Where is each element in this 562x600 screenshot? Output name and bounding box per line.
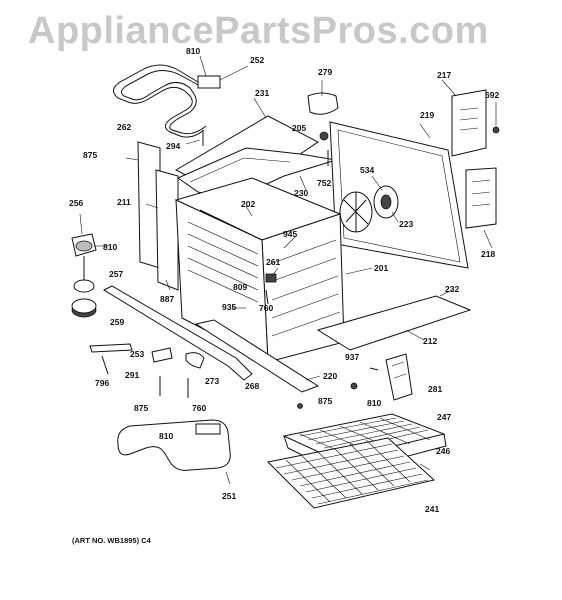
part-label-945: 945 [283, 229, 298, 239]
part-label-809: 809 [233, 282, 248, 292]
part-label-231: 231 [255, 88, 270, 98]
part-label-760: 760 [259, 303, 274, 313]
part-label-252: 252 [250, 55, 265, 65]
part-label-937: 937 [345, 352, 360, 362]
part-label-217: 217 [437, 70, 452, 80]
part-label-223: 223 [399, 219, 414, 229]
oven-rack [266, 437, 436, 509]
part-label-218: 218 [481, 249, 496, 259]
part-label-887: 887 [160, 294, 175, 304]
part-label-810: 810 [367, 398, 382, 408]
part-label-273: 273 [205, 376, 220, 386]
part-label-261: 261 [266, 257, 281, 267]
part-label-253: 253 [130, 349, 145, 359]
part-label-211: 211 [117, 197, 131, 207]
part-label-796: 796 [95, 378, 110, 388]
part-label-692: 692 [485, 90, 500, 100]
part-label-251: 251 [222, 491, 237, 501]
part-label-935: 935 [222, 302, 237, 312]
convection-fan [339, 175, 399, 233]
part-label-262: 262 [117, 122, 132, 132]
part-label-810: 810 [159, 431, 174, 441]
part-label-268: 268 [245, 381, 260, 391]
part-label-212: 212 [423, 336, 438, 346]
watermark: AppliancePartsPros.com [28, 10, 489, 52]
part-label-247: 247 [437, 412, 452, 422]
part-label-752: 752 [317, 178, 332, 188]
part-label-294: 294 [166, 141, 181, 151]
part-label-281: 281 [428, 384, 443, 394]
part-label-760: 760 [192, 403, 207, 413]
part-label-246: 246 [436, 446, 451, 456]
part-label-279: 279 [318, 67, 333, 77]
part-label-257: 257 [109, 269, 124, 279]
bake-element [117, 419, 231, 485]
part-label-875: 875 [318, 396, 333, 406]
part-label-205: 205 [292, 123, 307, 133]
part-label-291: 291 [125, 370, 140, 380]
part-label-230: 230 [294, 188, 309, 198]
part-label-810: 810 [103, 242, 118, 252]
part-label-241: 241 [425, 504, 440, 514]
oven-liner [174, 177, 345, 363]
thermostat-assembly [71, 213, 108, 318]
part-label-232: 232 [445, 284, 460, 294]
part-label-810: 810 [186, 46, 201, 56]
part-label-259: 259 [110, 317, 125, 327]
part-label-534: 534 [360, 165, 375, 175]
part-label-220: 220 [323, 371, 338, 381]
part-label-875: 875 [134, 403, 149, 413]
part-label-201: 201 [374, 263, 389, 273]
part-label-219: 219 [420, 110, 435, 120]
part-label-256: 256 [69, 198, 84, 208]
art-number: (ART NO. WB1895) C4 [72, 536, 151, 545]
part-label-202: 202 [241, 199, 256, 209]
broil-element [113, 55, 249, 138]
part-label-875: 875 [83, 150, 98, 160]
